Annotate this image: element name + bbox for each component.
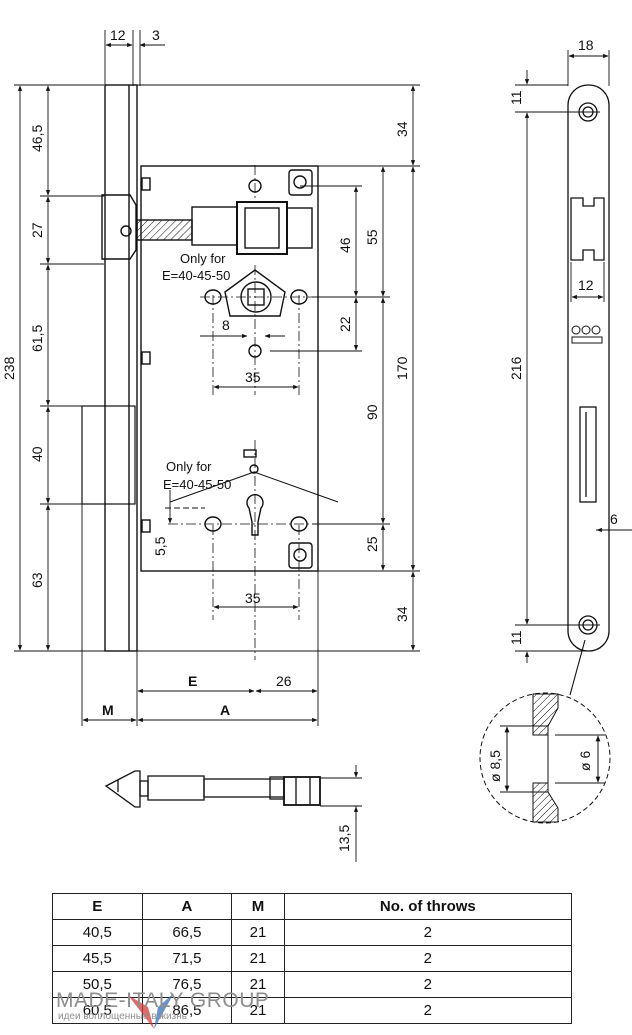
faceplate-width: 18 [578,37,594,53]
dimension-lines [14,30,420,726]
faceplate-latch-width: 12 [578,277,594,293]
dim-left-5: 63 [29,572,45,588]
front-view-labels: 12 3 238 46,5 27 61,5 40 63 34 55 46 22 … [1,27,410,718]
dim-label-26: 26 [276,673,292,689]
dim-right-3: 46 [337,237,353,253]
dim-right-4: 22 [337,316,353,332]
dim-label-e: E [188,673,197,689]
brand-stamp [571,325,603,344]
dim-right-6: 90 [364,404,380,420]
note-bottom-line2: E=40-45-50 [163,477,231,492]
watermark-title: MADE-ITALY GROUP [56,989,270,1012]
dim-label-m: M [102,702,114,718]
table-row: 45,5 71,5 21 2 [52,945,573,972]
dim-right-7: 25 [364,536,380,552]
detail-section-upper [532,693,559,736]
dim-offset: 5,5 [152,536,168,556]
cell: 66,5 [141,919,233,946]
dim-left-4: 40 [29,446,45,462]
watermark-logo-icon [128,993,174,1029]
header-a: A [141,893,233,920]
latch-head [101,194,137,260]
faceplate-outline [567,84,610,652]
faceplate-top-margin: 11 [508,90,524,105]
faceplate-bottom-margin: 11 [508,630,524,645]
note-top-line2: E=40-45-50 [162,268,230,283]
cell: 2 [283,997,573,1024]
cell: 45,5 [52,945,143,972]
dim-right-1: 34 [394,121,410,137]
dim-spacing-bottom: 35 [245,590,261,606]
cell: 21 [231,997,285,1024]
cell: 50,5 [52,971,143,998]
bolt-side-view [104,765,362,862]
center-lines [168,165,320,660]
cell: 60,5 [52,997,143,1024]
table-header-row: E A M No. of throws [52,893,573,920]
bolt-height-label: 13,5 [336,825,352,852]
dim-top-3: 3 [152,27,160,43]
faceplate-hole-spacing: 216 [508,356,524,380]
cell: 71,5 [141,945,233,972]
dim-left-3: 61,5 [29,325,45,352]
faceplate-side [104,84,138,652]
dim-spacing-top: 35 [245,369,261,385]
fixing-tab-bottom [288,542,313,569]
detail-view [479,639,611,824]
spec-table: E A M No. of throws 40,5 66,5 21 2 45,5 … [52,893,573,1024]
cell: 2 [283,945,573,972]
detail-section-lower [532,782,559,823]
cell: 21 [231,919,285,946]
header-throws: No. of throws [283,893,573,920]
bolt-slot [579,406,597,503]
lock-diagram: 12 3 238 46,5 27 61,5 40 63 34 55 46 22 … [1,27,632,862]
header-e: E [52,893,143,920]
dim-spindle: 8 [222,317,230,333]
detail-outer-diameter: ø 8,5 [487,750,503,782]
cell: 2 [283,971,573,998]
latch-slot [570,197,605,261]
forend-lower [81,405,136,505]
faceplate-bolt-offset: 6 [610,511,618,527]
bolt-tip [104,770,141,808]
handle-hub [224,269,286,317]
fixing-tab-top [288,169,313,196]
cell: 2 [283,919,573,946]
dim-top-12: 12 [110,27,126,43]
watermark-subtitle: идеи воплощенные в жизнь [58,1011,187,1022]
cell: 21 [231,945,285,972]
cell: 40,5 [52,919,143,946]
faceplate-labels: 18 11 216 12 6 11 [508,37,618,645]
dim-right-5: 170 [394,356,410,380]
latch-spring [136,219,193,241]
dim-overall-height: 238 [1,356,17,380]
detail-circle [479,692,611,824]
detail-inner-diameter: ø 6 [577,751,593,771]
note-bottom-line1: Only for [166,459,212,474]
note-top-line1: Only for [180,251,226,266]
table-row: 50,5 76,5 21 2 [52,971,573,998]
dim-right-2: 55 [364,229,380,245]
table-row: 40,5 66,5 21 2 [52,919,573,946]
lock-front-view [81,84,339,652]
lock-case [140,165,319,572]
dim-left-1: 46,5 [29,125,45,152]
dim-right-8: 34 [394,606,410,622]
dim-label-a: A [220,702,230,718]
table-row: 60,5 86,5 21 2 [52,997,573,1024]
latch-tail [191,206,238,246]
header-m: M [231,893,285,920]
dim-left-2: 27 [29,222,45,238]
faceplate-view [515,50,632,663]
